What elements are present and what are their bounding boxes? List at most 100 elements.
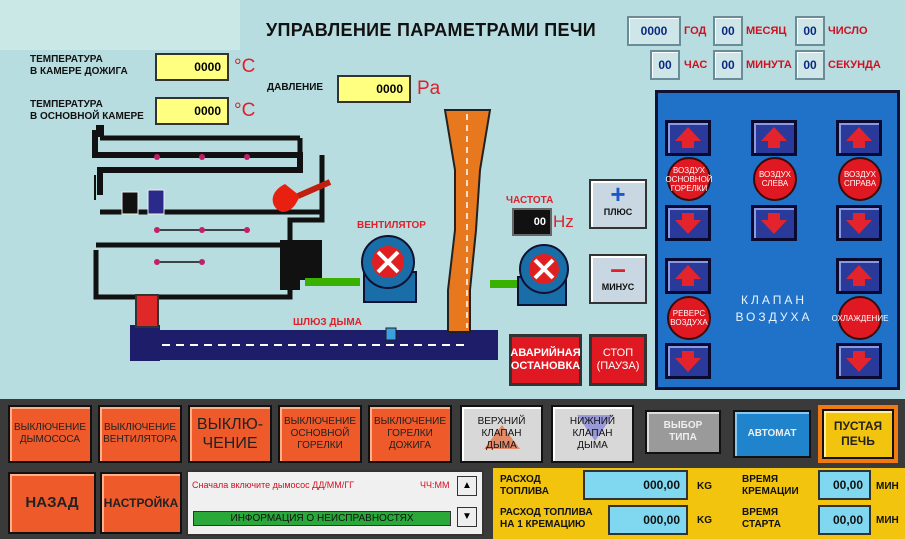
minute-label: МИНУТА [746, 59, 792, 71]
arrow-down-icon [846, 213, 872, 234]
main-burner-air-up-button[interactable] [665, 120, 711, 156]
month-label: МЕСЯЦ [746, 25, 787, 37]
plus-icon: + [610, 179, 626, 209]
second-label: СЕКУНДА [828, 59, 881, 71]
left-air-down-button[interactable] [751, 205, 797, 241]
reverse-air-down-button[interactable] [665, 343, 711, 379]
day-display: 00 [795, 16, 825, 46]
afterburner-temp-unit: °C [234, 56, 256, 77]
plus-button[interactable]: + ПЛЮС [589, 179, 647, 229]
hour-label: ЧАС [684, 59, 708, 71]
year-label: ГОД [684, 25, 707, 37]
arrow-down-icon [846, 351, 872, 372]
info-message: Сначала включите дымосос ДД/ММ/ГГ [192, 480, 355, 490]
page-title: УПРАВЛЕНИЕ ПАРАМЕТРАМИ ПЕЧИ [266, 20, 597, 40]
fuel-consumption-unit: KG [697, 481, 712, 492]
arrow-up-icon: ▲ [462, 480, 472, 491]
header-blank-area [0, 0, 240, 50]
arrow-down-icon: ▼ [462, 511, 472, 522]
fan-right-icon[interactable] [508, 243, 578, 311]
arrow-down-icon [675, 351, 701, 372]
right-air-up-button[interactable] [836, 120, 882, 156]
chamber-cap [96, 125, 104, 137]
info-time-format: ЧЧ:ММ [420, 480, 450, 490]
minute-display: 00 [713, 50, 743, 80]
fault-info-button[interactable]: ИНФОРМАЦИЯ О НЕИСПРАВНОСТЯХ [193, 511, 451, 526]
settings-button[interactable]: НАСТРОЙКА [100, 472, 182, 534]
arrow-up-icon [846, 265, 872, 286]
afterburner-temp-label: ТЕМПЕРАТУРА В КАМЕРЕ ДОЖИГА [30, 54, 128, 77]
pause-button[interactable]: СТОП(ПАУЗА) [589, 334, 647, 386]
back-button[interactable]: НАЗАД [8, 472, 96, 534]
fan-label: ВЕНТИЛЯТОР [357, 220, 426, 231]
cooling-indicator: ОХЛАЖДЕНИЕ [832, 296, 888, 340]
minus-button[interactable]: – МИНУС [589, 254, 647, 304]
main-temp-display: 0000 [155, 97, 229, 125]
fan-left-icon[interactable] [350, 232, 430, 310]
fuel-per-cremation-unit: KG [697, 515, 712, 526]
arrow-up-icon [846, 127, 872, 148]
door-right [147, 189, 165, 215]
chimney [443, 109, 492, 333]
start-time-display: 00,00 [818, 505, 871, 535]
cremation-time-display: 00,00 [818, 470, 871, 500]
frequency-unit: Hz [553, 212, 574, 231]
shutdown-button[interactable]: ВЫКЛЮ-ЧЕНИЕ [188, 405, 272, 463]
arrow-up-icon [675, 127, 701, 148]
reverse-air-up-button[interactable] [665, 258, 711, 294]
left-air-up-button[interactable] [751, 120, 797, 156]
smoke-gate [135, 294, 159, 328]
pressure-display: 0000 [337, 75, 411, 103]
arrow-up-icon [675, 265, 701, 286]
year-display: 0000 [627, 16, 681, 46]
triangle-up-icon [484, 425, 520, 449]
right-air-down-button[interactable] [836, 205, 882, 241]
fuel-per-cremation-display: 000,00 [608, 505, 688, 535]
scroll-up-button[interactable]: ▲ [457, 476, 477, 496]
cooling-up-button[interactable] [836, 258, 882, 294]
month-display: 00 [713, 16, 743, 46]
hour-display: 00 [650, 50, 680, 80]
minus-icon: – [610, 253, 626, 284]
triangle-down-icon [577, 415, 613, 441]
main-temp-unit: °C [234, 100, 256, 121]
smoke-gate-label: ШЛЮЗ ДЫМА [293, 317, 362, 328]
main-temp-label: ТЕМПЕРАТУРА В ОСНОВНОЙ КАМЕРЕ [30, 99, 144, 122]
burner-flame-icon [272, 179, 332, 212]
auto-mode-button[interactable]: АВТОМАТ [733, 410, 811, 458]
arrow-up-icon [761, 127, 787, 148]
scroll-down-button[interactable]: ▼ [457, 507, 477, 527]
arrow-down-icon [761, 213, 787, 234]
second-display: 00 [795, 50, 825, 80]
day-label: ЧИСЛО [828, 25, 868, 37]
pressure-unit: Pa [417, 78, 441, 99]
cooling-down-button[interactable] [836, 343, 882, 379]
main-burner-air-down-button[interactable] [665, 205, 711, 241]
frequency-display: 00 [512, 208, 552, 236]
arrow-down-icon [675, 213, 701, 234]
afterburner-temp-display: 0000 [155, 53, 229, 81]
pressure-label: ДАВЛЕНИЕ [267, 82, 324, 93]
frequency-label: ЧАСТОТА [506, 195, 554, 206]
furnace-diagram [92, 109, 520, 361]
fuel-consumption-display: 000,00 [583, 470, 688, 500]
start-time-unit: МИН [876, 515, 899, 526]
